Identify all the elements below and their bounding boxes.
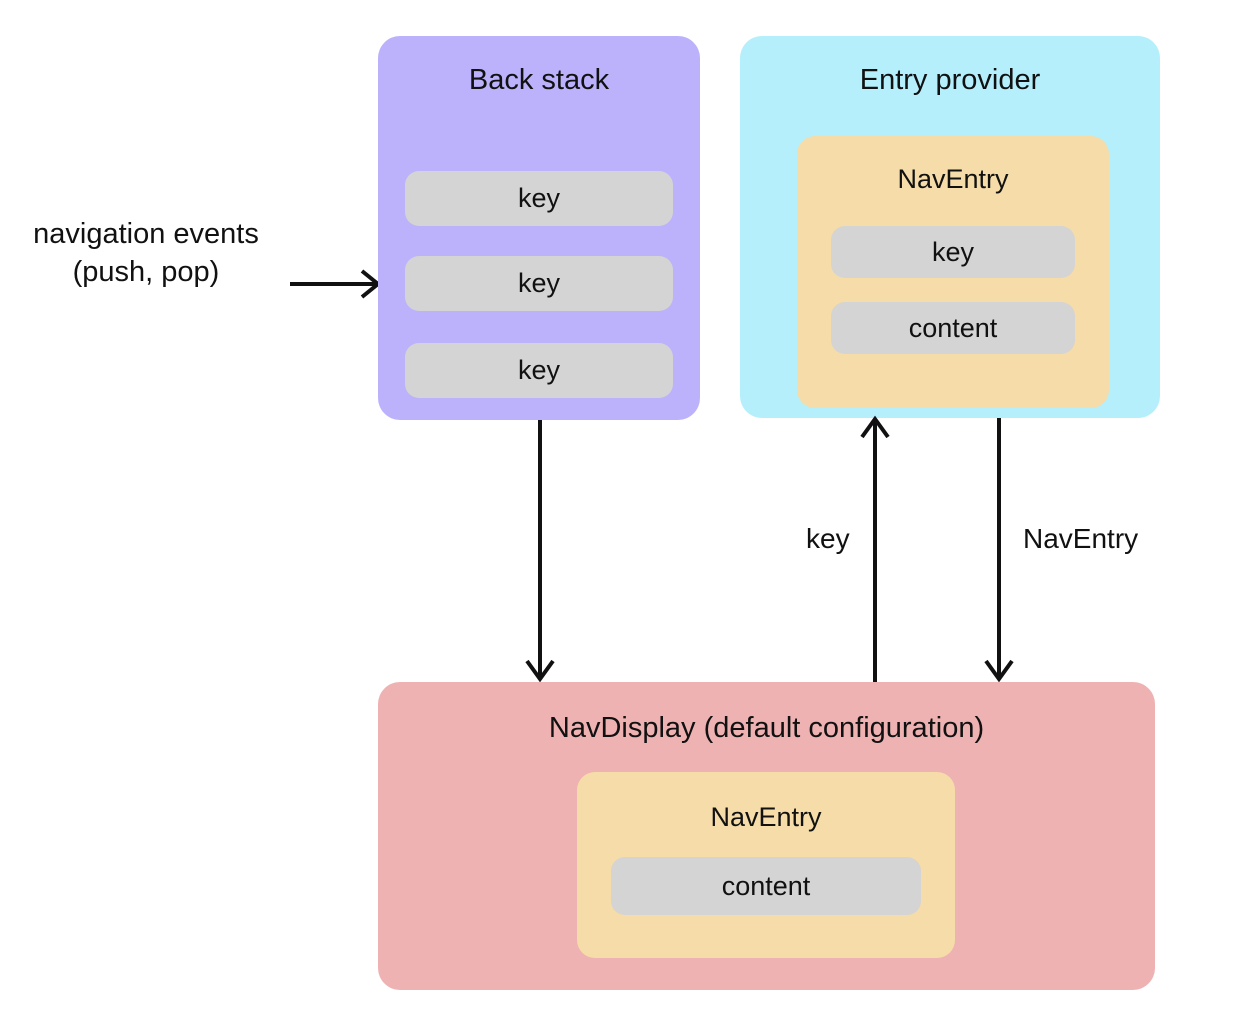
arrow-navigation-events-to-back-stack bbox=[290, 269, 382, 299]
edge-label-naventry: NavEntry bbox=[1023, 523, 1139, 554]
back-stack-title: Back stack bbox=[468, 64, 610, 96]
edge-label-key: key bbox=[806, 523, 850, 554]
back-stack-key-chip[interactable]: key bbox=[405, 171, 673, 226]
entry-provider-nav-entry-title: NavEntry bbox=[897, 164, 1009, 194]
back-stack-key-chip[interactable]: key bbox=[405, 256, 673, 311]
nav-display-nav-entry-title: NavEntry bbox=[710, 802, 822, 832]
navigation-events-line2: (push, pop) bbox=[72, 256, 220, 289]
arrow-nav-display-to-entry-provider bbox=[860, 415, 890, 686]
arrow-entry-provider-to-nav-display bbox=[984, 418, 1014, 683]
entry-provider-key-chip[interactable]: key bbox=[831, 226, 1075, 278]
entry-provider-content-chip[interactable]: content bbox=[831, 302, 1075, 354]
back-stack-box[interactable]: Back stack key key key bbox=[378, 36, 700, 420]
nav-display-nav-entry-box[interactable]: NavEntry content bbox=[577, 772, 955, 958]
nav-display-content-chip[interactable]: content bbox=[611, 857, 921, 915]
nav-display-box[interactable]: NavDisplay (default configuration) NavEn… bbox=[378, 682, 1155, 990]
entry-provider-title: Entry provider bbox=[859, 64, 1041, 96]
navigation-events-label: navigation events (push, pop) bbox=[8, 215, 284, 292]
back-stack-key-chip[interactable]: key bbox=[405, 343, 673, 398]
navigation-events-line1: navigation events bbox=[33, 218, 259, 250]
entry-provider-nav-entry-box[interactable]: NavEntry key content bbox=[797, 136, 1109, 408]
nav-display-title: NavDisplay (default configuration) bbox=[548, 712, 985, 744]
arrow-back-stack-to-nav-display bbox=[525, 420, 555, 683]
entry-provider-box[interactable]: Entry provider NavEntry key content bbox=[740, 36, 1160, 418]
